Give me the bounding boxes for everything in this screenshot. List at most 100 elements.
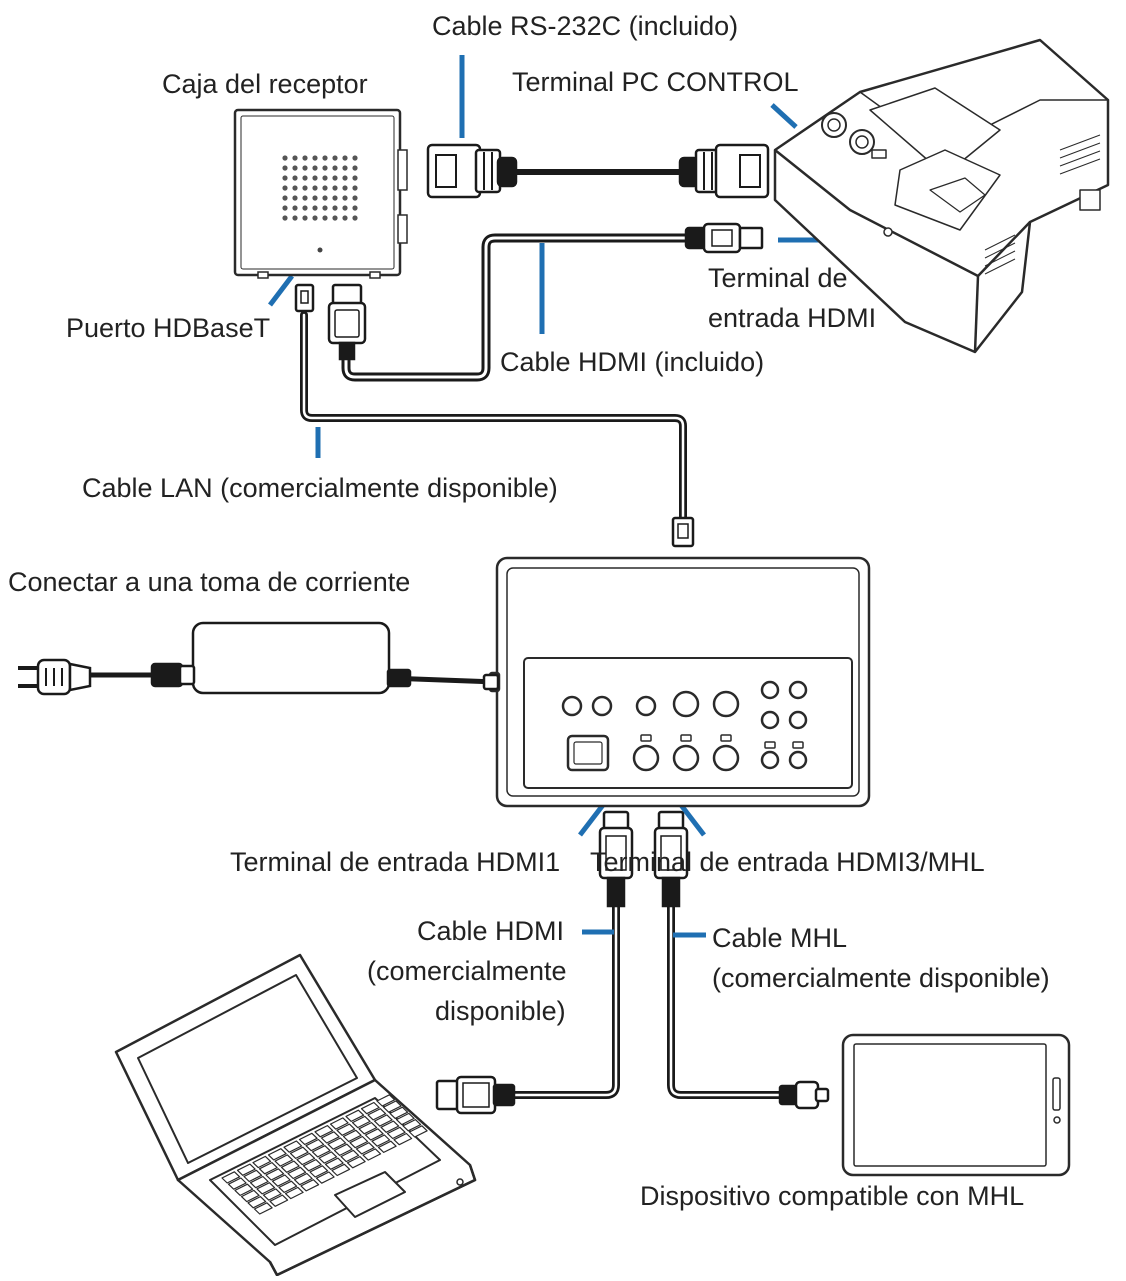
vent-hole [342, 195, 348, 201]
vent-hole [282, 155, 288, 161]
keyboard-key [243, 1169, 263, 1183]
keyboard-key [318, 1151, 338, 1164]
keyboard-key [380, 1120, 400, 1133]
leader-hdbaset [268, 274, 294, 307]
label-mhl-cable-2: (comercialmente disponible) [712, 963, 1050, 993]
projector [773, 38, 1110, 354]
vent-hole [352, 185, 358, 191]
keyboard-key [327, 1137, 347, 1150]
panel-button [635, 695, 657, 717]
vent-hole [292, 205, 298, 211]
keyboard-key [269, 1194, 289, 1207]
keyboard-key [371, 1134, 391, 1147]
vent-hole [302, 175, 308, 181]
keyboard-key [227, 1177, 247, 1190]
vent-hole [312, 185, 318, 191]
panel-button [712, 690, 740, 718]
keyboard-key [364, 1128, 384, 1141]
vent-hole [322, 155, 328, 161]
vent-hole [322, 205, 328, 211]
keyboard-key [309, 1165, 329, 1178]
keyboard-key [342, 1129, 362, 1143]
keyboard-key [349, 1135, 369, 1149]
panel-button [591, 695, 613, 717]
vent-hole [292, 215, 298, 221]
keyboard-key [283, 1140, 303, 1153]
laptop-keyboard [221, 1094, 428, 1215]
panel-led [680, 734, 692, 742]
keyboard-key [389, 1106, 409, 1120]
vent-hole [282, 185, 288, 191]
vent-hole [292, 175, 298, 181]
label-lan-cable: Cable LAN (comercialmente disponible) [82, 473, 558, 503]
vent-hole [292, 155, 298, 161]
keyboard-key [247, 1195, 267, 1209]
transmitter-button-panel [561, 680, 808, 772]
label-mhl-cable-1: Cable MHL [712, 923, 848, 953]
vent-hole [352, 195, 358, 201]
panel-button [788, 710, 808, 730]
vent-hole [292, 165, 298, 171]
keyboard-key [265, 1168, 285, 1181]
vent-hole [292, 185, 298, 191]
vent-hole [332, 175, 338, 181]
receiver-hdmi-plug [327, 283, 367, 361]
vent-hole [342, 215, 348, 221]
panel-button [788, 680, 808, 700]
label-hdmi-cable-commercial-2: (comercialmente [367, 956, 567, 986]
keyboard-key [340, 1149, 360, 1163]
transmitter-lan-plug [671, 516, 695, 548]
keyboard-key [249, 1175, 269, 1189]
keyboard-key [324, 1157, 344, 1170]
keyboard-key [367, 1108, 387, 1121]
transmitter-box [488, 556, 871, 808]
keyboard-key [336, 1123, 356, 1136]
keyboard-key [382, 1100, 402, 1113]
hdbaset-port-icon [294, 283, 315, 313]
vent-hole [312, 205, 318, 211]
keyboard-key [345, 1109, 365, 1123]
vent-hole [352, 165, 358, 171]
keyboard-key [289, 1146, 309, 1160]
label-hdmi-cable-commercial-3: disponible) [435, 996, 566, 1026]
panel-button [788, 750, 808, 770]
vent-hole [302, 215, 308, 221]
keyboard-key [271, 1174, 291, 1187]
panel-button [672, 690, 700, 718]
panel-power-button-face [573, 741, 603, 765]
receiver-box [233, 108, 408, 279]
label-receiver-box: Caja del receptor [162, 69, 368, 99]
vent-hole [302, 165, 308, 171]
laptop [114, 953, 477, 1277]
label-hdmi1-input: Terminal de entrada HDMI1 [230, 847, 561, 877]
panel-button [561, 695, 583, 717]
keyboard-key [377, 1140, 397, 1154]
keyboard-key [253, 1202, 273, 1215]
keyboard-key [280, 1160, 300, 1173]
keyboard-key [221, 1171, 241, 1184]
label-mhl-device: Dispositivo compatible con MHL [640, 1181, 1025, 1211]
vent-hole [322, 195, 328, 201]
panel-button [760, 710, 780, 730]
vent-hole [282, 195, 288, 201]
label-hdbaset-port: Puerto HDBaseT [66, 313, 271, 343]
vent-hole [352, 205, 358, 211]
keyboard-key [284, 1186, 304, 1200]
keyboard-key [287, 1166, 307, 1180]
keyboard-key [234, 1183, 254, 1197]
vent-hole [302, 195, 308, 201]
hdmi1-plug [598, 810, 634, 908]
vent-hole [302, 185, 308, 191]
rs232c-connector-left [426, 143, 518, 199]
panel-button [632, 744, 660, 772]
keyboard-key [256, 1182, 276, 1195]
keyboard-key [300, 1179, 320, 1192]
keyboard-key [320, 1131, 340, 1144]
label-hdmi-cable-included: Cable HDMI (incluido) [500, 347, 765, 377]
vent-hole [312, 175, 318, 181]
vent-hole [322, 215, 328, 221]
keyboard-key [331, 1163, 351, 1177]
label-rs232c-cable: Cable RS-232C (incluido) [432, 11, 739, 41]
keyboard-key [267, 1148, 287, 1161]
